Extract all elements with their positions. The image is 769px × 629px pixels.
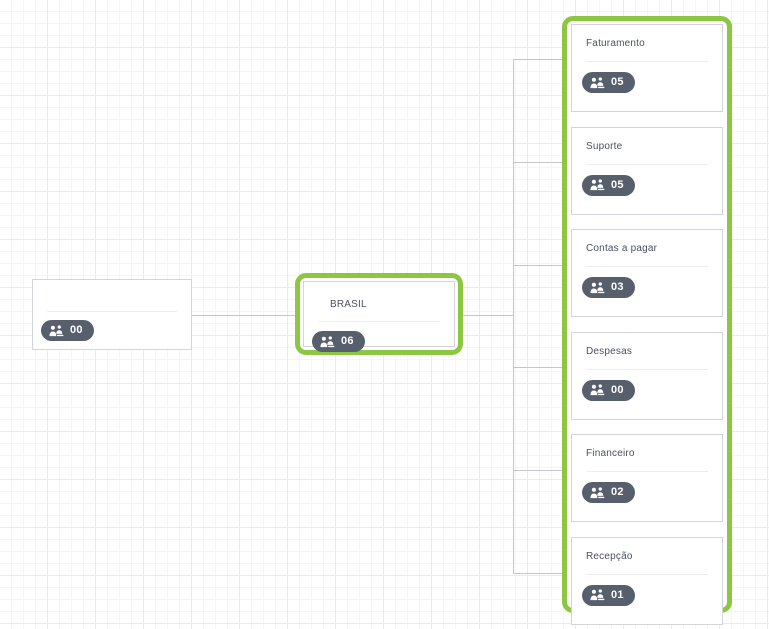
org-node-department-divider <box>586 61 708 62</box>
org-node-department-2[interactable]: Suporte 05 <box>571 126 723 215</box>
connector-trunk-to-dept-2 <box>513 162 563 163</box>
org-node-department-6[interactable]: Recepção 01 <box>571 536 723 625</box>
member-count-badge[interactable]: 00 <box>582 379 635 401</box>
org-node-department-badge-row: 05 <box>572 165 722 197</box>
member-count-value: 00 <box>70 324 83 336</box>
connector-trunk-to-dept-1 <box>513 59 563 60</box>
connector-trunk-to-dept-3 <box>513 265 563 266</box>
connector-trunk-to-dept-6 <box>513 573 563 574</box>
org-node-department-divider <box>586 368 708 370</box>
org-node-department-badge-row: 02 <box>572 472 722 504</box>
member-count-value: 01 <box>611 588 624 601</box>
org-node-department-title: Despesas <box>586 345 633 357</box>
connector-trunk-to-dept-5 <box>513 470 563 471</box>
org-node-department-badge-row: 03 <box>572 267 722 299</box>
member-count-badge[interactable]: 05 <box>582 174 635 196</box>
org-department-list: Faturamento 05 Suporte <box>571 24 723 625</box>
org-node-department-badge-row: 05 <box>572 62 722 94</box>
org-node-department-title: Financeiro <box>586 448 635 459</box>
org-node-department-divider <box>586 471 708 472</box>
org-node-department-title: Recepção <box>586 550 633 562</box>
org-node-brasil-divider <box>318 321 440 322</box>
org-node-department-title: Contas a pagar <box>586 243 658 254</box>
org-node-root-title <box>33 280 191 303</box>
org-node-root[interactable]: 00 <box>32 279 192 350</box>
org-node-department-badge-row: 01 <box>572 575 722 607</box>
people-group-icon <box>320 335 335 347</box>
member-count-badge[interactable]: 06 <box>312 331 365 352</box>
org-node-department-divider <box>586 163 708 165</box>
people-group-icon <box>49 324 64 336</box>
connector-trunk-to-dept-4 <box>513 367 563 368</box>
org-node-brasil[interactable]: BRASIL 06 <box>295 273 463 355</box>
member-count-badge[interactable]: 01 <box>582 584 635 606</box>
member-count-badge[interactable]: 00 <box>41 320 94 341</box>
org-node-department-5[interactable]: Financeiro 02 <box>571 434 723 522</box>
org-department-group[interactable]: Faturamento 05 Suporte <box>562 16 732 625</box>
org-node-department-divider <box>586 266 708 267</box>
member-count-value: 02 <box>611 486 624 498</box>
member-count-value: 03 <box>611 281 624 293</box>
people-group-icon <box>590 486 605 498</box>
org-node-department-3[interactable]: Contas a pagar 03 <box>571 229 723 317</box>
org-node-brasil-card: BRASIL 06 <box>303 281 455 352</box>
people-group-icon <box>590 589 605 601</box>
member-count-badge[interactable]: 03 <box>582 277 635 298</box>
org-node-department-title: Faturamento <box>586 38 645 49</box>
org-node-brasil-badge-row: 06 <box>304 322 454 353</box>
people-group-icon <box>590 384 605 396</box>
member-count-badge[interactable]: 02 <box>582 482 635 503</box>
org-node-department-badge-row: 00 <box>572 370 722 402</box>
member-count-value: 06 <box>341 335 354 347</box>
member-count-value: 05 <box>611 76 624 88</box>
member-count-value: 00 <box>611 383 624 396</box>
connector-brasil-to-trunk <box>463 315 514 316</box>
org-node-brasil-title: BRASIL <box>330 299 367 310</box>
connector-root-to-brasil <box>192 315 296 316</box>
org-node-root-badge-row: 00 <box>33 312 191 342</box>
org-node-root-divider <box>47 311 177 312</box>
org-node-department-divider <box>586 573 708 575</box>
member-count-badge[interactable]: 05 <box>582 72 635 93</box>
org-node-department-1[interactable]: Faturamento 05 <box>571 24 723 112</box>
people-group-icon <box>590 179 605 191</box>
connector-trunk-vertical <box>513 59 514 574</box>
org-node-department-title: Suporte <box>586 140 623 152</box>
org-node-department-4[interactable]: Despesas 00 <box>571 331 723 420</box>
member-count-value: 05 <box>611 178 624 191</box>
people-group-icon <box>590 281 605 293</box>
people-group-icon <box>590 76 605 88</box>
